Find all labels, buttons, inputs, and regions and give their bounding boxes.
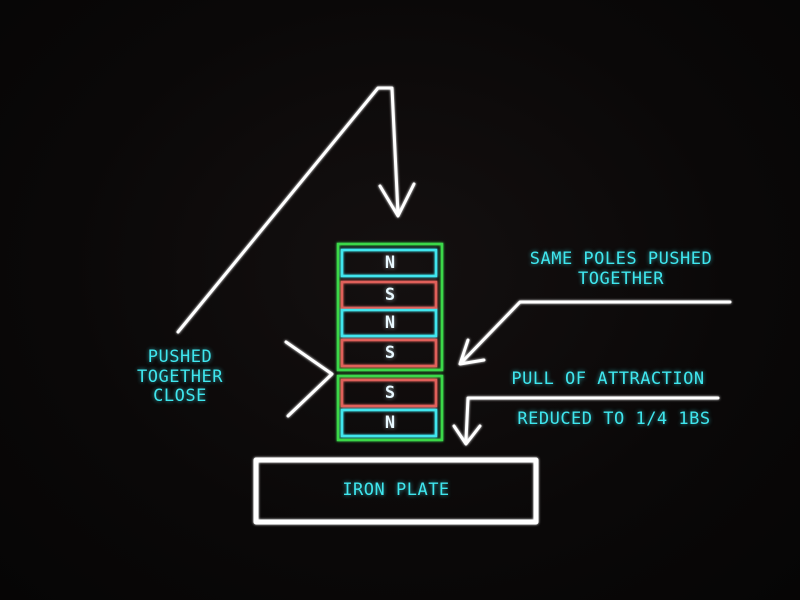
same-poles-line-2: TOGETHER bbox=[578, 268, 664, 289]
upper-magnet-4-pole: S bbox=[384, 343, 396, 363]
top-arrow-head bbox=[378, 182, 416, 218]
same-poles-line-1: SAME POLES PUSHED bbox=[529, 249, 713, 269]
iron-plate-label: IRON PLATE bbox=[342, 480, 450, 500]
attraction-arrow-head bbox=[452, 424, 482, 446]
same-poles-arrow-line bbox=[460, 300, 732, 364]
upper-magnet-3-frame bbox=[340, 308, 438, 338]
pushed-together-line-3: CLOSE bbox=[153, 386, 207, 407]
upper-magnet-2-pole: S bbox=[384, 285, 396, 305]
same-poles-label: SAME POLES PUSHED TOGETHER bbox=[508, 249, 734, 289]
upper-magnet-1-frame bbox=[340, 248, 438, 278]
pushed-together-chevron bbox=[284, 340, 334, 418]
top-arrow-line bbox=[176, 86, 400, 334]
pushed-together-line-1: PUSHED bbox=[147, 347, 213, 367]
upper-magnet-4-frame bbox=[340, 338, 438, 368]
lower-magnet-1-pole: S bbox=[384, 383, 396, 403]
upper-magnet-1-pole: N bbox=[384, 253, 396, 273]
upper-magnet-2-frame bbox=[340, 280, 438, 310]
pushed-together-line-2: TOGETHER bbox=[137, 366, 223, 387]
lower-magnet-1-frame bbox=[340, 378, 438, 408]
pull-of-attraction-label: PULL OF ATTRACTION bbox=[511, 369, 705, 389]
pushed-together-label: PUSHED TOGETHER CLOSE bbox=[120, 347, 240, 407]
attraction-arrow-line bbox=[464, 396, 720, 442]
upper-magnet-3-pole: N bbox=[384, 313, 396, 333]
lower-magnet-2-frame bbox=[340, 408, 438, 438]
lower-magnet-group-border bbox=[336, 374, 444, 442]
reduced-to-label: REDUCED TO 1/4 1BS bbox=[517, 409, 711, 429]
iron-plate-frame bbox=[253, 457, 539, 525]
upper-magnet-group-border bbox=[336, 242, 444, 372]
lower-magnet-2-pole: N bbox=[384, 413, 396, 433]
same-poles-arrow-head bbox=[458, 338, 486, 366]
